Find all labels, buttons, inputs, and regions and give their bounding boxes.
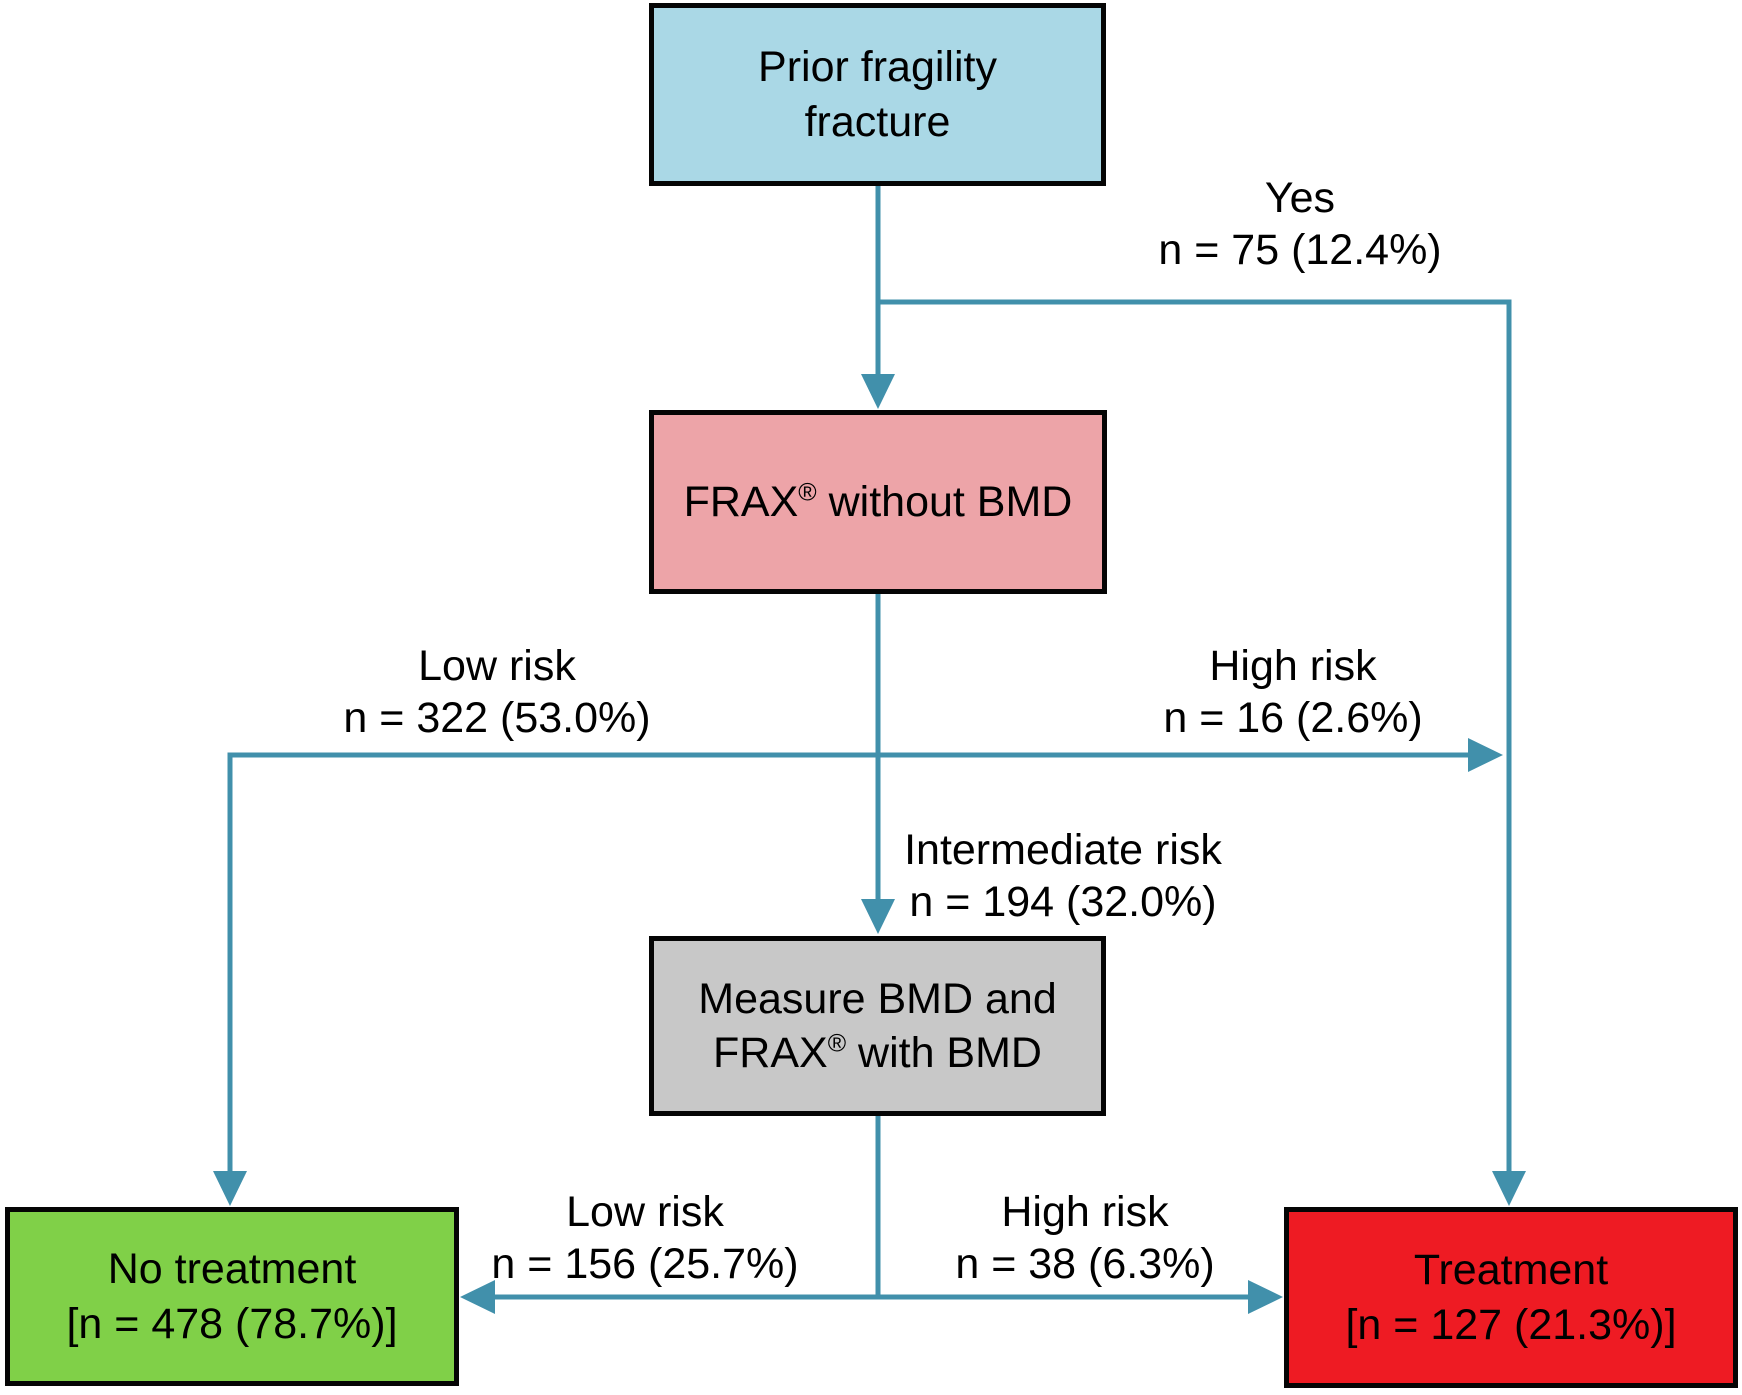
connector-risk-branch (227, 752, 1468, 1200)
arrowhead-into-treatment-side-icon (1248, 1280, 1283, 1314)
edge-label-intermediate-risk: Intermediate risk n = 194 (32.0%) (904, 824, 1222, 929)
node-measure-bmd-frax-with-bmd: Measure BMD and FRAX® with BMD (649, 936, 1106, 1116)
node-text-line: Measure BMD and (698, 974, 1057, 1023)
node-text-line: Prior fragility (758, 43, 997, 92)
edge-label-line: Low risk (418, 642, 576, 690)
edge-label-line: High risk (1209, 642, 1377, 690)
node-text-line: [n = 127 (21.3%)] (1345, 1300, 1677, 1349)
registered-trademark-icon: ® (798, 478, 817, 507)
edge-label-line: Yes (1264, 174, 1336, 222)
edge-label-line: n = 156 (25.7%) (491, 1240, 799, 1289)
edge-label-high-risk-bmd: High risk n = 38 (6.3%) (955, 1186, 1214, 1291)
edge-label-line: n = 38 (6.3%) (955, 1240, 1215, 1289)
edge-label-high-risk-frax: High risk n = 16 (2.6%) (1163, 640, 1422, 745)
edge-label-line: Low risk (566, 1188, 724, 1236)
arrowhead-into-treatment-top-icon (1492, 1171, 1526, 1206)
edge-label-line: n = 322 (53.0%) (343, 694, 651, 743)
arrowhead-into-no-treatment-side-icon (460, 1280, 495, 1314)
node-text-line: [n = 478 (78.7%)] (66, 1299, 398, 1348)
node-text-line: fracture (804, 97, 951, 146)
node-text-line: No treatment (107, 1245, 357, 1294)
edge-label-line: n = 16 (2.6%) (1163, 694, 1423, 743)
edge-label-line: High risk (1001, 1188, 1169, 1236)
connector-yes-to-treatment (878, 299, 1512, 1200)
arrowhead-into-measure-icon (861, 899, 895, 934)
arrowhead-into-frax-icon (861, 374, 895, 409)
edge-label-low-risk-bmd: Low risk n = 156 (25.7%) (491, 1186, 798, 1291)
arrowhead-high-risk-right-icon (1468, 738, 1503, 772)
node-text-line: FRAX® with BMD (713, 1029, 1042, 1077)
node-frax-without-bmd: FRAX® without BMD (649, 410, 1107, 594)
registered-trademark-icon: ® (827, 1029, 847, 1058)
edge-label-line: n = 75 (12.4%) (1158, 226, 1442, 275)
node-no-treatment: No treatment [n = 478 (78.7%)] (5, 1207, 459, 1386)
edge-label-yes: Yes n = 75 (12.4%) (1158, 172, 1441, 277)
node-prior-fragility-fracture: Prior fragility fracture (649, 3, 1106, 186)
edge-label-low-risk-frax: Low risk n = 322 (53.0%) (343, 640, 650, 745)
arrowhead-into-no-treatment-top-icon (213, 1171, 247, 1206)
edge-label-line: n = 194 (32.0%) (909, 878, 1217, 927)
node-text-line: FRAX® without BMD (683, 477, 1073, 526)
edge-label-line: Intermediate risk (904, 826, 1222, 874)
node-treatment: Treatment [n = 127 (21.3%)] (1284, 1207, 1738, 1388)
node-text-line: Treatment (1413, 1246, 1609, 1295)
